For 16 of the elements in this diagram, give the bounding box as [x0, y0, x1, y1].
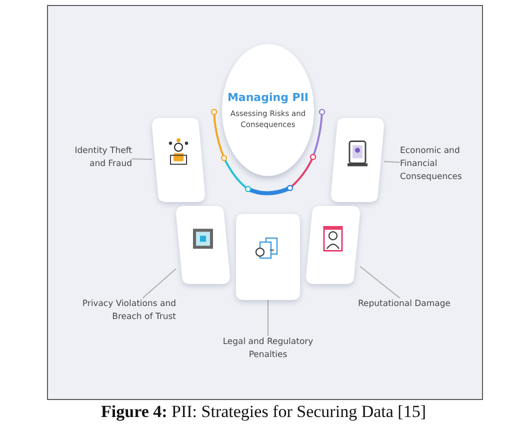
- category-label: Identity Theft and Fraud: [58, 145, 132, 171]
- leader-line: [360, 266, 400, 298]
- circle-title: Managing PII: [227, 90, 309, 104]
- category-label: Privacy Violations and Breach of Trust: [80, 298, 176, 324]
- figure-caption: Figure 4: PII: Strategies for Securing Data [15]: [100, 402, 427, 422]
- petal-card: [306, 206, 360, 284]
- category-label: Economic and Financial Consequences: [400, 145, 480, 184]
- petal-card: [331, 118, 384, 202]
- petal-card: [236, 214, 300, 300]
- category-label: Legal and Regulatory Penalties: [208, 336, 328, 362]
- leader-line: [142, 268, 176, 298]
- petal-card: [176, 206, 230, 284]
- leader-line: [132, 158, 152, 160]
- leader-line: [384, 160, 400, 163]
- category-label: Reputational Damage: [358, 298, 458, 311]
- petal-card: [152, 118, 205, 202]
